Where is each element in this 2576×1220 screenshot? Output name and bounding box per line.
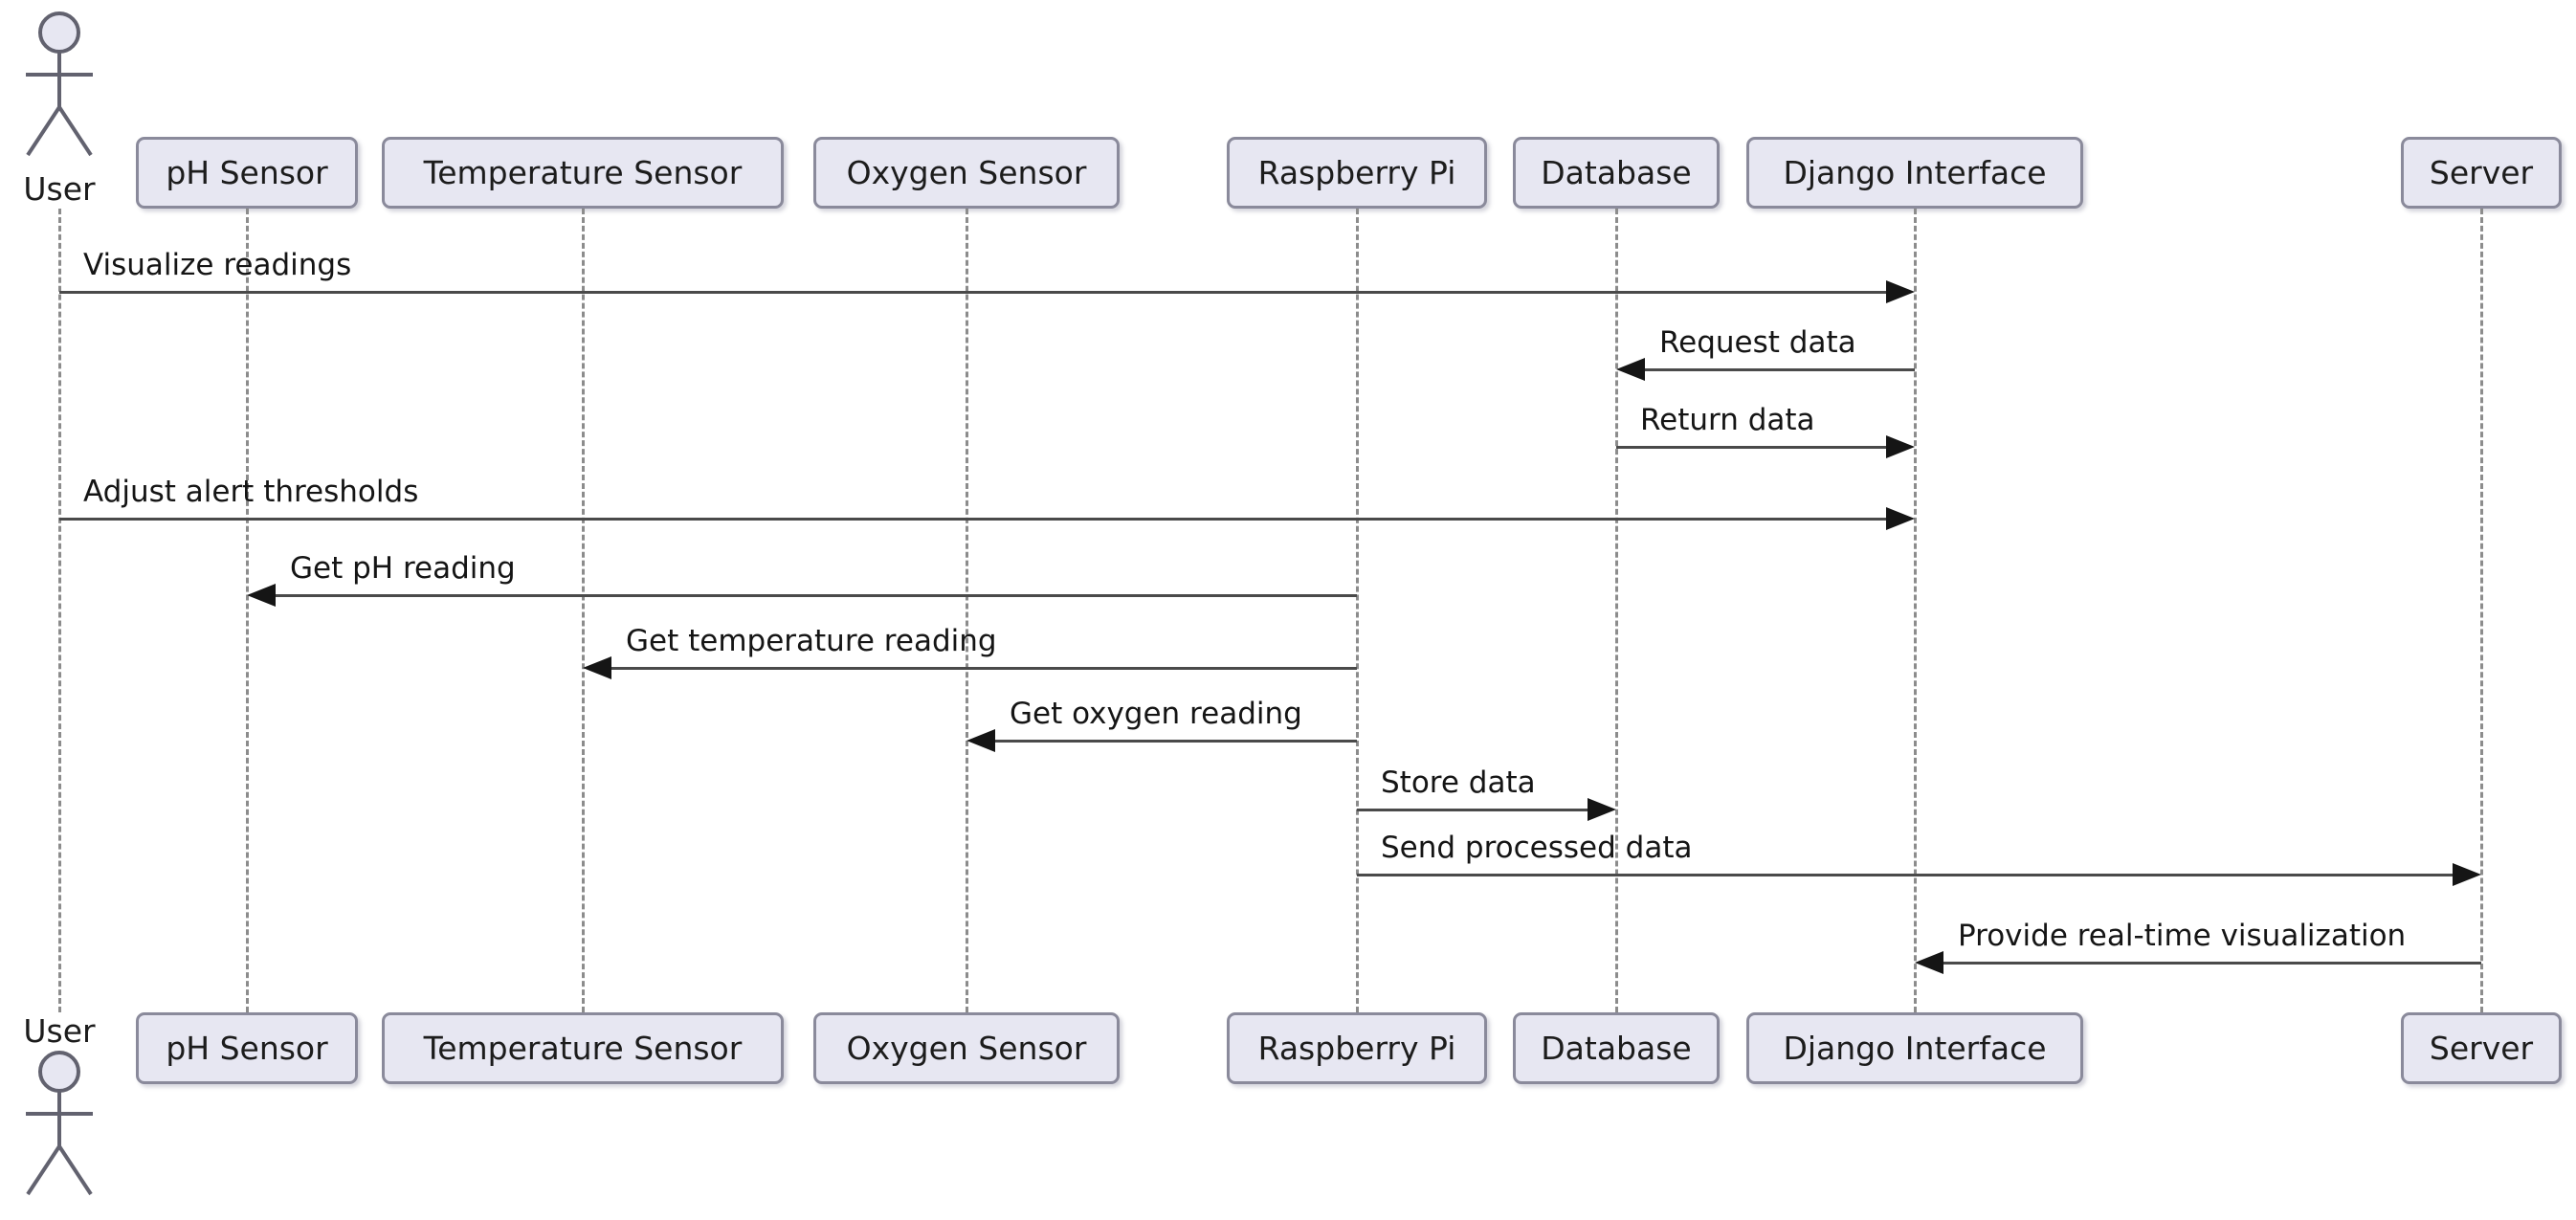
message-line-7 [1357, 809, 1591, 811]
message-label-4: Get pH reading [290, 551, 516, 586]
participant-oxygen_sensor-top: Oxygen Sensor [813, 137, 1120, 209]
actor-user-figure-bottom [7, 1049, 112, 1202]
participant-oxygen_sensor-bottom: Oxygen Sensor [813, 1012, 1120, 1084]
message-arrowhead-3 [1886, 507, 1915, 530]
message-arrowhead-2 [1886, 435, 1915, 458]
participant-server-bottom: Server [2401, 1012, 2562, 1084]
message-arrowhead-0 [1886, 280, 1915, 303]
message-label-7: Store data [1381, 765, 1536, 800]
participant-server-top: Server [2401, 137, 2562, 209]
lifeline-temperature_sensor [582, 209, 585, 1012]
message-label-5: Get temperature reading [626, 624, 997, 658]
message-label-9: Provide real-time visualization [1958, 919, 2407, 953]
participant-django_interface-bottom: Django Interface [1746, 1012, 2083, 1084]
message-label-2: Return data [1640, 403, 1815, 437]
message-line-1 [1641, 368, 1915, 371]
message-line-3 [59, 518, 1890, 521]
participant-raspberry_pi-bottom: Raspberry Pi [1227, 1012, 1487, 1084]
message-line-6 [991, 740, 1357, 743]
actor-user-label-bottom: User [23, 1012, 96, 1050]
participant-temperature_sensor-top: Temperature Sensor [382, 137, 784, 209]
message-arrowhead-6 [966, 729, 995, 752]
message-arrowhead-1 [1616, 358, 1645, 381]
message-arrowhead-5 [583, 656, 611, 679]
message-label-3: Adjust alert thresholds [83, 475, 419, 509]
lifeline-ph_sensor [246, 209, 249, 1012]
message-arrowhead-7 [1588, 798, 1616, 821]
message-label-1: Request data [1659, 325, 1856, 360]
participant-ph_sensor-bottom: pH Sensor [136, 1012, 358, 1084]
participant-database-top: Database [1513, 137, 1720, 209]
message-label-0: Visualize readings [83, 248, 352, 282]
message-arrowhead-4 [247, 584, 276, 607]
message-label-8: Send processed data [1381, 831, 1693, 865]
lifeline-user [58, 209, 61, 1012]
message-line-8 [1357, 874, 2456, 876]
message-label-6: Get oxygen reading [1010, 697, 1302, 731]
participant-temperature_sensor-bottom: Temperature Sensor [382, 1012, 784, 1084]
message-line-2 [1616, 446, 1890, 449]
message-arrowhead-9 [1915, 951, 1943, 974]
lifeline-database [1615, 209, 1618, 1012]
actor-user-figure-top [7, 10, 112, 163]
message-line-5 [608, 667, 1357, 670]
participant-raspberry_pi-top: Raspberry Pi [1227, 137, 1487, 209]
lifeline-raspberry_pi [1356, 209, 1359, 1012]
participant-ph_sensor-top: pH Sensor [136, 137, 358, 209]
message-line-0 [59, 291, 1890, 294]
lifeline-server [2480, 209, 2483, 1012]
lifeline-django_interface [1914, 209, 1917, 1012]
message-line-9 [1940, 962, 2481, 965]
actor-user-label-top: User [23, 170, 96, 208]
participant-database-bottom: Database [1513, 1012, 1720, 1084]
message-line-4 [272, 594, 1357, 597]
message-arrowhead-8 [2453, 863, 2481, 886]
lifeline-oxygen_sensor [966, 209, 968, 1012]
participant-django_interface-top: Django Interface [1746, 137, 2083, 209]
